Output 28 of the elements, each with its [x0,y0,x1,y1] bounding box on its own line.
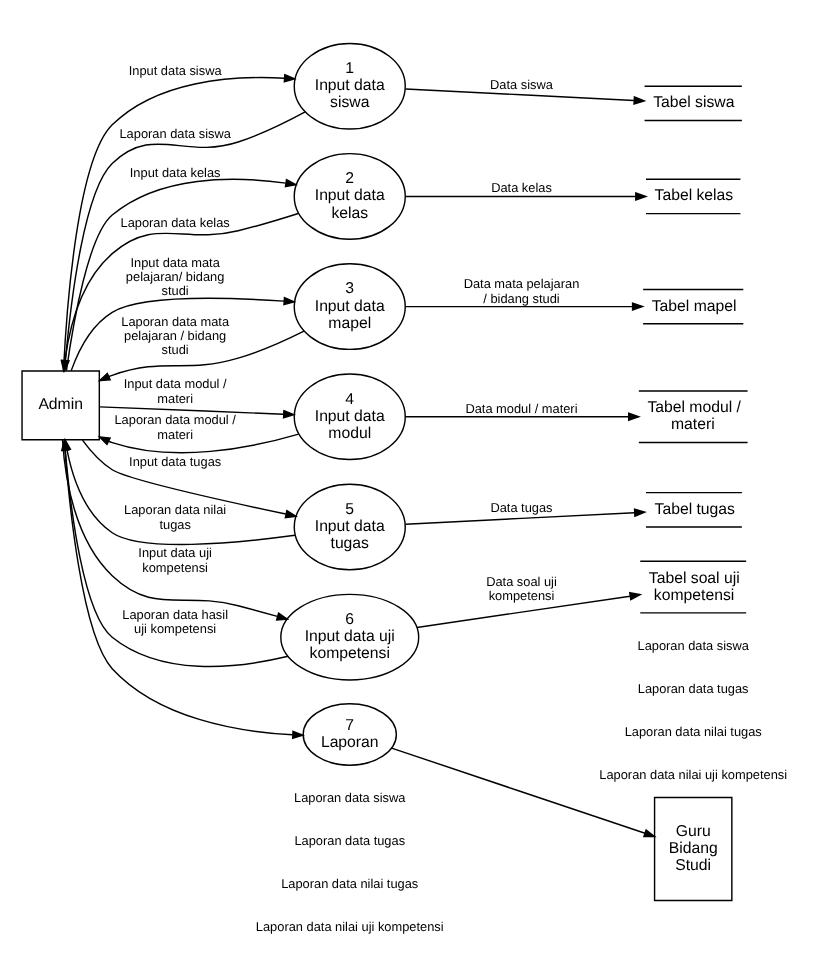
arrow [65,177,299,371]
node-ellipse: 7 Laporan [302,702,398,765]
node-ellipse: 4 Input data modul [293,372,406,460]
node-box: Guru Bidang Studi [653,795,733,901]
arrow [416,590,643,628]
node-text: Tabel soal uji kompetensi [648,567,740,603]
arrow [70,295,297,371]
node-ellipse: 1 Input data siswa [293,41,406,129]
arrow [98,405,296,418]
arrow [404,411,641,421]
node-ellipse: 2 Input data kelas [293,151,406,239]
node-text: Tabel mapel [651,295,737,314]
arrow [97,432,300,453]
arrow [97,329,305,381]
node-ellipse: 5 Input data tugas [293,482,406,570]
arrow [404,507,647,524]
node-ellipse: 6 Input data uji kompetensi [280,592,420,680]
arrow [81,438,299,518]
node-box: Admin [21,369,101,440]
arrow [390,746,657,837]
arrow [404,87,647,104]
node-text: Tabel kelas [654,185,734,204]
node-text: Tabel siswa [653,92,735,111]
arrow [404,301,645,311]
node-ellipse: 3 Input data mapel [293,262,406,350]
node-text: Tabel modul / materi [647,397,741,433]
node-text: Tabel tugas [654,498,735,517]
arrow [404,190,648,200]
